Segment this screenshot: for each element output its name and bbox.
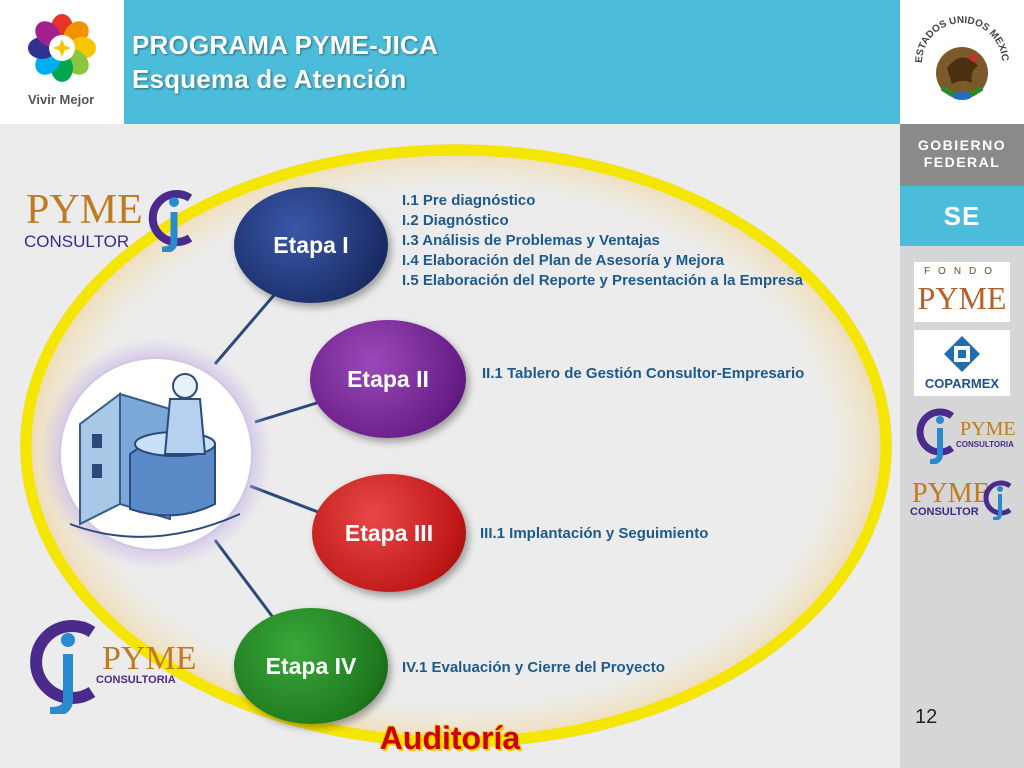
- vivir-mejor-logo: Vivir Mejor: [0, 0, 124, 124]
- etapa-2-circle[interactable]: Etapa II: [310, 320, 466, 438]
- etapa-4-circle[interactable]: Etapa IV: [234, 608, 388, 724]
- side-consultor-label: CONSULTOR: [910, 506, 979, 518]
- list-item: IV.1 Evaluación y Cierre del Proyecto: [402, 659, 665, 676]
- etapa-2-label: Etapa II: [347, 365, 429, 392]
- consultor-j-icon: [148, 190, 193, 252]
- diagram-canvas: [20, 144, 892, 748]
- pyme-consultor-side-logo: PYME CONSULTOR: [908, 476, 1018, 526]
- side-consultoria-pyme: PYME: [960, 418, 1016, 440]
- list-item: I.3 Análisis de Problemas y Ventajas: [402, 232, 660, 249]
- etapa-1-items: I.1 Pre diagnóstico I.2 Diagnóstico I.3 …: [402, 191, 803, 291]
- page-subtitle: Esquema de Atención: [132, 64, 407, 94]
- etapa-1-label: Etapa I: [273, 231, 349, 258]
- mexico-seal: ESTADOS UNIDOS MEXICANOS: [900, 0, 1024, 124]
- etapa-4-items: IV.1 Evaluación y Cierre del Proyecto: [402, 658, 665, 678]
- side-consultor-pyme: PYME: [912, 478, 990, 509]
- etapa-1-circle[interactable]: Etapa I: [234, 187, 388, 303]
- industry-illustration-icon: [69, 373, 241, 538]
- etapa-4-label: Etapa IV: [265, 652, 357, 679]
- list-item: I.5 Elaboración del Reporte y Presentaci…: [402, 272, 803, 289]
- consultoria-j-icon: [30, 620, 96, 714]
- pyme-consultor-logo: PYME CONSULTOR: [24, 186, 200, 254]
- coparmex-label: COPARMEX: [924, 376, 1000, 391]
- connector-etapa-4: [213, 539, 277, 621]
- list-item: III.1 Implantación y Seguimiento: [480, 525, 709, 542]
- etapa-3-label: Etapa III: [344, 519, 434, 546]
- side-consultoria-label: CONSULTORIA: [956, 440, 1014, 449]
- pyme-consultor-pyme: PYME: [26, 187, 143, 233]
- pyme-consultoria-side-logo: PYME CONSULTORIA: [912, 404, 1016, 468]
- pyme-consultoria-pyme: PYME: [102, 640, 197, 677]
- gobierno-federal-label: GOBIERNO FEDERAL: [900, 124, 1024, 186]
- ellipse-glow: [20, 144, 892, 748]
- page-number: 12: [915, 706, 938, 728]
- fondo-text: FONDO: [923, 266, 1001, 277]
- pyme-consultoria-label: CONSULTORIA: [96, 674, 176, 686]
- pyme-consultoria-logo: PYME CONSULTORIA: [22, 616, 196, 716]
- page-title: PROGRAMA PYME-JICA: [132, 30, 438, 60]
- audit-ellipse-ring: [20, 144, 892, 748]
- etapa-3-items: III.1 Implantación y Seguimiento: [480, 524, 708, 544]
- connector-etapa-1: [213, 293, 277, 365]
- pyme-consultor-label: CONSULTOR: [24, 232, 130, 251]
- header-band: [124, 0, 900, 124]
- fondo-pyme-logo: FONDO PYME: [914, 262, 1010, 322]
- coparmex-logo: COPARMEX: [914, 330, 1010, 396]
- flower-icon: [28, 14, 96, 82]
- fondo-pyme-text: PYME: [917, 280, 1007, 316]
- list-item: II.1 Tablero de Gestión Consultor-Empres…: [482, 365, 805, 382]
- logo-caption: Vivir Mejor: [28, 92, 95, 107]
- consultor-j-icon: [983, 480, 1012, 520]
- list-item: I.1 Pre diagnóstico: [402, 192, 536, 209]
- list-item: I.2 Diagnóstico: [402, 212, 509, 229]
- gobierno-line1: GOBIERNO: [917, 137, 1007, 153]
- consultoria-j-icon: [916, 408, 955, 464]
- etapa-2-items: II.1 Tablero de Gestión Consultor-Empres…: [482, 364, 804, 384]
- coparmex-icon: [944, 336, 980, 372]
- auditoria-label: Auditoría: [379, 720, 521, 756]
- se-label: SE: [900, 186, 1024, 246]
- etapa-3-circle[interactable]: Etapa III: [312, 474, 466, 592]
- list-item: I.4 Elaboración del Plan de Asesoría y M…: [402, 252, 725, 269]
- gobierno-line2: FEDERAL: [923, 154, 1001, 170]
- eagle-seal-icon: ESTADOS UNIDOS MEXICANOS: [912, 8, 1010, 100]
